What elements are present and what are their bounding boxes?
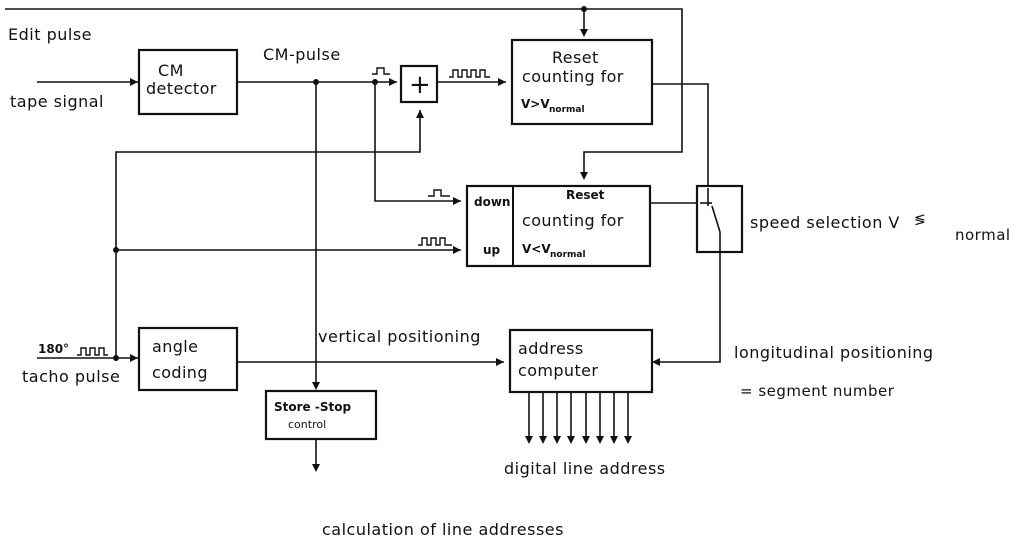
pulse-symbols [77, 67, 490, 356]
reset-fast-block: Reset counting for V>V normal [510, 38, 654, 126]
single-pulse-icon [372, 67, 390, 75]
reset-fast-label-1: Reset [552, 48, 599, 67]
tacho-degree-label: 180° [38, 342, 69, 356]
digital-line-address-label: digital line address [504, 459, 666, 478]
reset-fast-label-2: counting for [522, 67, 624, 86]
address-output-lines [528, 392, 629, 436]
junction-dots [113, 6, 587, 361]
pulse-train-icon [449, 69, 490, 78]
address-computer-block: address computer [508, 328, 654, 394]
angle-coding-label-1: angle [152, 337, 198, 356]
reset-fast-condition-sub: normal [549, 105, 585, 115]
store-stop-label-1: Store -Stop [274, 400, 351, 414]
pulse-train-up-icon [418, 237, 452, 246]
vertical-positioning-label: vertical positioning [318, 327, 481, 346]
cm-detector-label-1: CM [158, 61, 184, 80]
store-stop-block: Store -Stop control [264, 389, 378, 441]
cm-detector-block: CM detector [137, 48, 239, 116]
angle-coding-block: angle coding [137, 326, 239, 392]
tacho-pulse-icon [77, 347, 108, 356]
cm-detector-label-2: detector [146, 79, 217, 98]
caption: calculation of line addresses [322, 520, 564, 539]
store-stop-label-2: control [288, 418, 326, 431]
tape-signal-label: tape signal [10, 92, 104, 111]
down-wire [374, 82, 461, 202]
edit-pulse-label: Edit pulse [8, 25, 92, 44]
reset-slow-block: down up Reset counting for V<V normal [465, 184, 652, 268]
sum-feedback-wire [115, 110, 421, 358]
reset-slow-label-1: Reset [566, 188, 605, 202]
summing-symbol: + [409, 70, 431, 100]
tacho-pulse-label: tacho pulse [22, 367, 120, 386]
reset-fast-condition: V>V [521, 97, 550, 111]
speed-selection-symbol: ≶ [914, 212, 926, 228]
angle-coding-label-2: coding [152, 363, 208, 382]
speed-selection-switch [695, 184, 744, 254]
speed-selection-sub: normal [955, 226, 1011, 244]
cm-pulse-label: CM-pulse [263, 45, 341, 64]
address-computer-label-2: computer [518, 361, 598, 380]
reset-slow-condition-sub: normal [550, 250, 586, 260]
arrowheads [130, 29, 660, 472]
segment-number-label: = segment number [740, 382, 895, 400]
summing-junction: + [399, 64, 439, 104]
edit-pulse-wire [5, 8, 683, 178]
single-pulse-down-icon [428, 189, 450, 197]
down-label: down [474, 195, 510, 209]
speed-selection-label: speed selection V [750, 213, 900, 232]
up-label: up [483, 243, 501, 257]
wires [5, 8, 721, 466]
reset-slow-condition: V<V [522, 242, 551, 256]
reset-slow-label-2: counting for [522, 211, 624, 230]
longitudinal-positioning-label: longitudinal positioning [734, 343, 934, 362]
reset-fast-out [652, 83, 709, 185]
address-computer-label-1: address [518, 339, 584, 358]
longitudinal-wire [654, 252, 721, 363]
